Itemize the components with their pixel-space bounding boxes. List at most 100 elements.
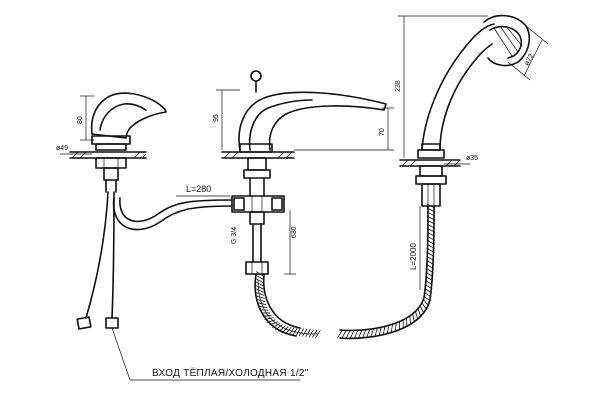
caption-text: ВХОД ТЁПЛАЯ/ХОЛОДНАЯ 1/2" (152, 367, 309, 379)
hose-coil (257, 302, 267, 305)
hose-coil (255, 274, 264, 280)
hose-coil (423, 291, 432, 298)
hose-coil (394, 322, 397, 332)
hose-coil (272, 322, 281, 328)
hose-coil (255, 285, 264, 290)
hose-coil (425, 263, 434, 270)
hose-coil (262, 315, 272, 317)
hose-coil (298, 328, 305, 337)
lever-handle (90, 92, 167, 139)
hose-coil (374, 327, 378, 337)
hose-coil (378, 327, 382, 336)
hose-coil (295, 327, 301, 337)
dim-238: 238 (395, 80, 402, 92)
dim-L2000: L=2000 (409, 243, 418, 270)
shower-hose: L=2000 (254, 203, 436, 340)
hose-coil (425, 271, 434, 278)
hose-coil (315, 330, 321, 338)
hose-coil (426, 243, 435, 249)
hose-coil (255, 281, 264, 287)
hose-coil (302, 328, 308, 337)
dim-35: ø35 (466, 155, 478, 162)
hose-coil (259, 309, 269, 311)
hose-coil (305, 329, 311, 338)
supply-tube-1 (85, 191, 109, 319)
hose-coil (362, 329, 367, 339)
hose-coil (308, 329, 315, 338)
hose-coil (292, 327, 298, 336)
connecting-hose-280 (112, 197, 233, 231)
hose-coil (311, 329, 318, 338)
hose-coil (398, 321, 401, 331)
dim-95: 95 (213, 114, 220, 122)
dim-80: 80 (77, 116, 84, 124)
hose-coil (419, 305, 425, 314)
hose-coil (269, 321, 278, 326)
spout: 95 70 G 3/4 630 (213, 70, 394, 275)
dim-L280: L=280 (186, 184, 211, 194)
hose-coil (353, 330, 359, 339)
hose-coil (409, 315, 412, 325)
hose-coil (275, 324, 283, 331)
hose-coil (256, 271, 264, 277)
hose-coil (256, 298, 266, 302)
hose-coil (424, 279, 433, 286)
hose-coil (425, 259, 435, 265)
hose-coil (426, 227, 436, 233)
hose-coil (285, 327, 292, 335)
hose-coil (417, 308, 422, 317)
dim-70: 70 (379, 128, 386, 136)
hose-coil (345, 330, 351, 339)
hose-coil (266, 319, 276, 323)
hose-coil (426, 219, 436, 225)
hose-coil (255, 291, 265, 296)
dim-49: ø49 (56, 145, 68, 152)
lever-mixer: 80 ø49 L=280 (56, 92, 233, 330)
hose-coil (426, 247, 435, 253)
spout-body (238, 91, 387, 151)
hose-coil (258, 305, 268, 308)
hose-coil (426, 255, 435, 261)
hose-coil (412, 313, 415, 323)
dim-630: 630 (291, 226, 298, 238)
hose-coil (426, 239, 435, 245)
hose-coil (415, 311, 419, 320)
hand-shower: 238 ø72 ø35 (395, 14, 549, 207)
hose-coil (264, 317, 274, 320)
hose-coil (386, 325, 390, 335)
hose-coil (426, 235, 435, 241)
hose-coil (278, 325, 286, 332)
hose-coil (370, 328, 374, 338)
hose-coil (288, 327, 295, 336)
hose-coil (426, 207, 436, 213)
hose-coil (425, 267, 434, 274)
hose-coil (426, 251, 435, 257)
hose-coil (426, 231, 436, 237)
inlet-caption: ВХОД ТЁПЛАЯ/ХОЛОДНАЯ 1/2" (111, 327, 309, 381)
hose-coil (366, 329, 371, 338)
hose-coil (349, 330, 355, 339)
hose-coil (281, 326, 289, 334)
hose-coil (425, 275, 434, 282)
hose-coil (424, 283, 433, 290)
hose-coil (426, 215, 436, 221)
hose-coil (426, 223, 436, 229)
hose-coil (421, 302, 428, 310)
hose-coil (423, 295, 431, 302)
hose-coil (382, 326, 386, 336)
dim-72: ø72 (524, 53, 536, 67)
hose-coil (255, 288, 264, 293)
shower-handle (421, 23, 495, 151)
hose-coil (426, 211, 436, 217)
shower-head (483, 14, 531, 67)
hose-coil (256, 295, 265, 299)
hose-coil (390, 324, 393, 334)
diverter-knob (250, 70, 262, 82)
hose-coil (255, 278, 264, 284)
hose-coil (341, 330, 347, 339)
hose-coil (424, 287, 433, 294)
dim-thread: G 3/4 (231, 227, 238, 244)
hose-coil (422, 298, 430, 307)
hose-coil (337, 329, 343, 339)
